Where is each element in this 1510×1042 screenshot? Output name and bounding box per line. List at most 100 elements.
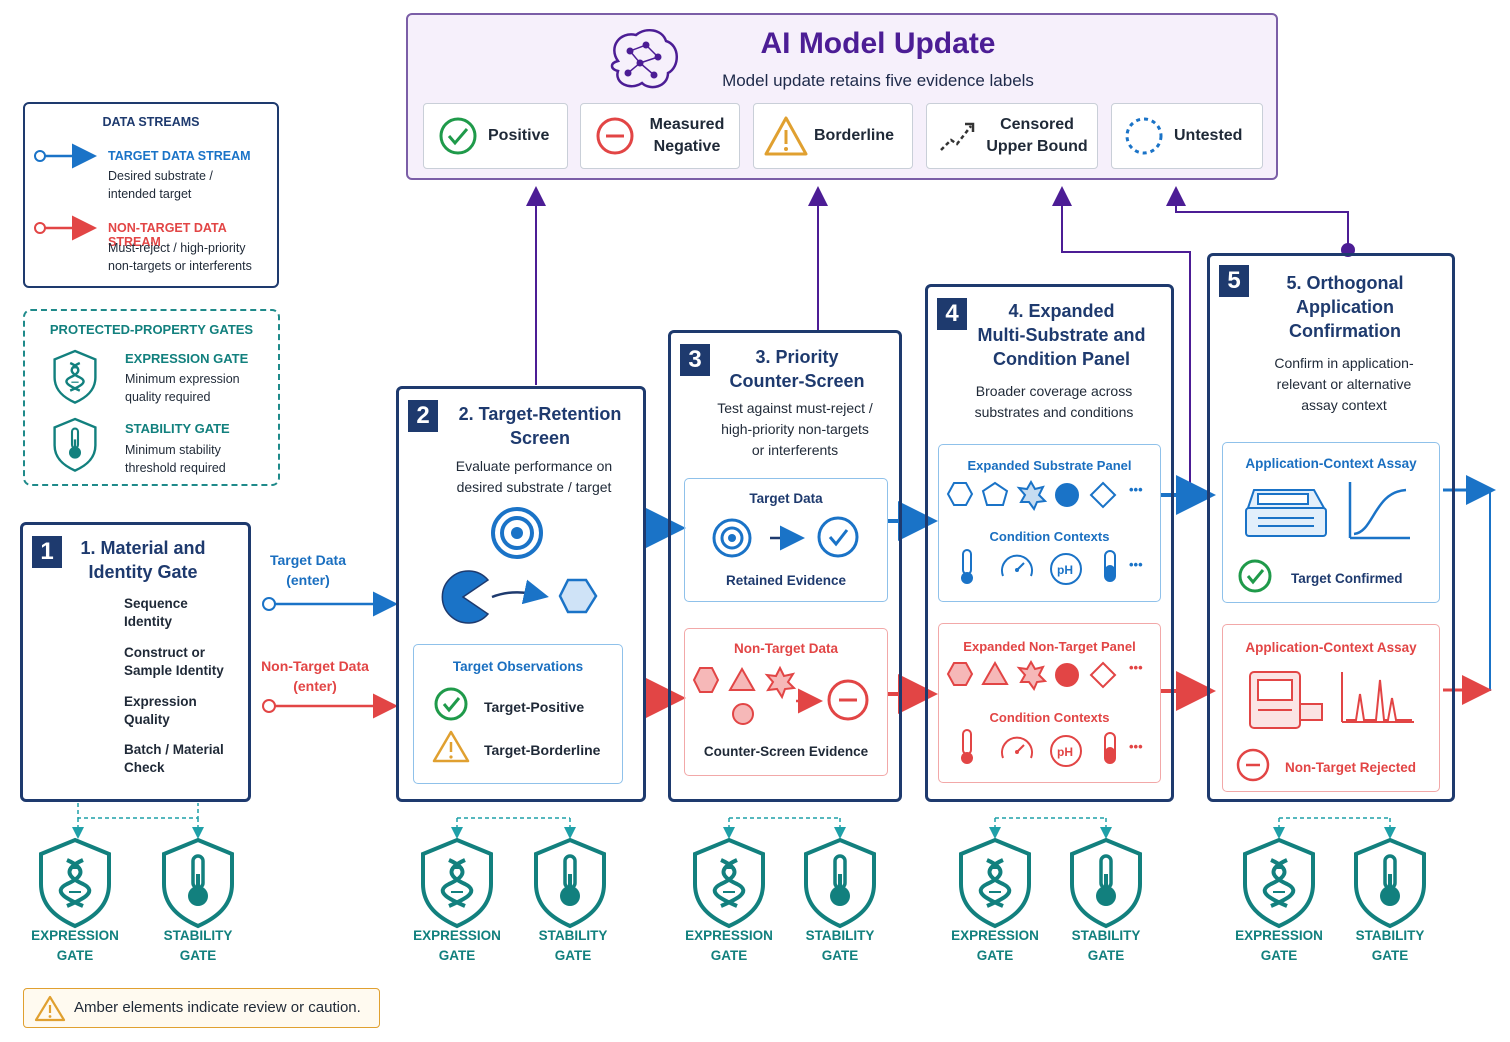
check-circle-icon <box>439 117 477 155</box>
stage5-desc-line: assay context <box>1301 397 1387 413</box>
stage5-desc-line: relevant or alternative <box>1276 376 1412 392</box>
stage4-substrate-shapes <box>946 479 1117 512</box>
stage4-ph-icon <box>1050 553 1082 585</box>
nontarget-entry-label-line2: (enter) <box>293 678 337 694</box>
stage5-number: 5 <box>1219 265 1249 297</box>
stage3-reject-minus-icon <box>827 679 869 721</box>
more-nontarget-conditions-icon: ••• <box>1129 739 1143 754</box>
target-confirmed-label: Target Confirmed <box>1291 571 1403 586</box>
stage3-target-icon <box>712 518 752 558</box>
nontarget-condition-contexts-title: Condition Contexts <box>989 710 1110 725</box>
stage3-target-title: Target Data <box>749 491 823 506</box>
label-positive: Positive <box>423 103 568 169</box>
stability-gate-title: STABILITY GATE <box>125 421 230 436</box>
stage1-item-line: Check <box>124 760 165 775</box>
stage3-priority-counter-screen: 3 3. Priority Counter-Screen Test agains… <box>668 330 902 802</box>
minus-circle-icon <box>596 117 634 155</box>
gate-label-line: EXPRESSION <box>1235 928 1323 943</box>
stage4-desc: Broader coverage across substrates and c… <box>928 381 1180 423</box>
trend-arrow-icon <box>940 122 975 151</box>
stage1-title-line1: 1. Material and <box>80 538 206 558</box>
stage2-desc-line: desired substrate / target <box>456 479 612 495</box>
enzyme-pacman-icon <box>441 570 490 624</box>
gate-label-line: STABILITY <box>1071 928 1141 943</box>
stage1-item-line: Construct or <box>124 645 205 660</box>
stage1-title-line2: Identity Gate <box>88 562 198 582</box>
stage3-stability-gate-icon <box>804 838 876 928</box>
substrate-hexagon-icon <box>558 578 598 614</box>
stage5-stability-gate-icon <box>1354 838 1426 928</box>
stage5-title-line3: Confirmation <box>1289 321 1401 341</box>
application-context-target-panel: Application-Context Assay Target Confirm… <box>1222 442 1440 603</box>
stage4-title-line3: Condition Panel <box>993 349 1130 369</box>
stage1-item-line: Batch / Material <box>124 742 224 757</box>
stage4-to-ai-arrow <box>1052 186 1191 495</box>
application-context-target-title: Application-Context Assay <box>1245 456 1417 471</box>
gate-label-line: GATE <box>554 948 592 963</box>
nontarget-stream-desc: non-targets or interferents <box>108 259 252 273</box>
stage5-title-line2: Application <box>1296 297 1394 317</box>
stage4-desc-line: substrates and conditions <box>974 404 1134 420</box>
gate-label-line: STABILITY <box>1355 928 1425 943</box>
legend-nontarget-arrow <box>34 215 97 241</box>
gate-label-line: EXPRESSION <box>951 928 1039 943</box>
chromatogram-icon <box>1341 672 1414 723</box>
amber-caution-note: Amber elements indicate review or cautio… <box>23 988 380 1028</box>
stage4-stability-gate-icon <box>1070 838 1142 928</box>
target-observations-title: Target Observations <box>452 659 584 674</box>
nontarget-instrument-icon <box>1249 671 1323 729</box>
sigmoid-curve-icon <box>1348 482 1410 540</box>
nontarget-ph-label: pH <box>1057 745 1073 759</box>
stage1-item-line: Sample Identity <box>124 663 224 678</box>
target-entry-label: Target Data (enter) <box>258 550 358 590</box>
amber-note-text: Amber elements indicate review or cautio… <box>74 999 361 1016</box>
nontarget-rejected-label: Non-Target Rejected <box>1285 760 1417 775</box>
expression-gate-title: EXPRESSION GATE <box>125 351 249 366</box>
application-context-nontarget-panel: Application-Context Assay Non-Target Rej… <box>1222 624 1440 792</box>
expression-gate-desc: quality required <box>125 390 211 404</box>
stage4-title-line2: Multi-Substrate and <box>977 325 1146 345</box>
nontarget-rejected-minus-icon <box>1236 748 1270 782</box>
expression-gate-desc: Minimum expression <box>125 372 240 386</box>
binding-arrow <box>491 579 549 605</box>
gate-label-line: GATE <box>438 948 476 963</box>
gate-label-line: GATE <box>1260 948 1298 963</box>
more-conditions-icon: ••• <box>1129 557 1143 572</box>
label-borderline: Borderline <box>753 103 913 169</box>
label-positive-text: Positive <box>488 127 550 144</box>
stability-gate-desc: threshold required <box>125 461 226 475</box>
stage3-desc-line: high-priority non-targets <box>721 421 869 437</box>
gate-label-line: GATE <box>1087 948 1125 963</box>
gate-connectors <box>72 803 1396 839</box>
stage5-title: 5. Orthogonal Application Confirmation <box>1260 271 1430 343</box>
counter-screen-evidence-label: Counter-Screen Evidence <box>703 744 869 759</box>
gate-label-line: GATE <box>56 948 94 963</box>
stage1-item-line: Identity <box>124 614 173 629</box>
expanded-substrate-title: Expanded Substrate Panel <box>967 458 1132 473</box>
ai-update-subtitle: Model update retains five evidence label… <box>722 71 1034 90</box>
gate-label-line: GATE <box>821 948 859 963</box>
stage4-title-line1: 4. Expanded <box>1008 301 1115 321</box>
stage4-nontarget-shapes <box>946 659 1117 692</box>
gate-label-line: GATE <box>179 948 217 963</box>
application-context-nontarget-title: Application-Context Assay <box>1245 640 1417 655</box>
expanded-substrate-panel: Expanded Substrate Panel ••• Condition C… <box>938 444 1161 602</box>
nontarget-entry-label: Non-Target Data (enter) <box>255 656 375 696</box>
stage1-item-line: Sequence <box>124 596 188 611</box>
stage1-number: 1 <box>32 536 62 568</box>
ai-model-update-box: AI Model Update Model update retains fiv… <box>406 13 1278 180</box>
stage4-nontarget-ph-icon <box>1050 735 1082 767</box>
stage4-desc-line: Broader coverage across <box>975 383 1133 399</box>
expanded-nontarget-title: Expanded Non-Target Panel <box>963 639 1136 654</box>
expanded-nontarget-panel: Expanded Non-Target Panel ••• Condition … <box>938 623 1161 783</box>
condition-contexts-title: Condition Contexts <box>989 529 1110 544</box>
gate-label-line: GATE <box>976 948 1014 963</box>
warning-triangle-icon <box>764 116 808 156</box>
stage2-target-retention-screen: 2 2. Target-Retention Screen Evaluate pe… <box>396 386 646 802</box>
stage3-desc: Test against must-reject / high-priority… <box>671 398 919 461</box>
target-positive-label: Target-Positive <box>484 699 585 715</box>
target-observations-panel: Target Observations Target-Positive Targ… <box>413 644 623 784</box>
stage3-nontarget-panel: Non-Target Data Counter-Screen Evidence <box>684 628 888 776</box>
